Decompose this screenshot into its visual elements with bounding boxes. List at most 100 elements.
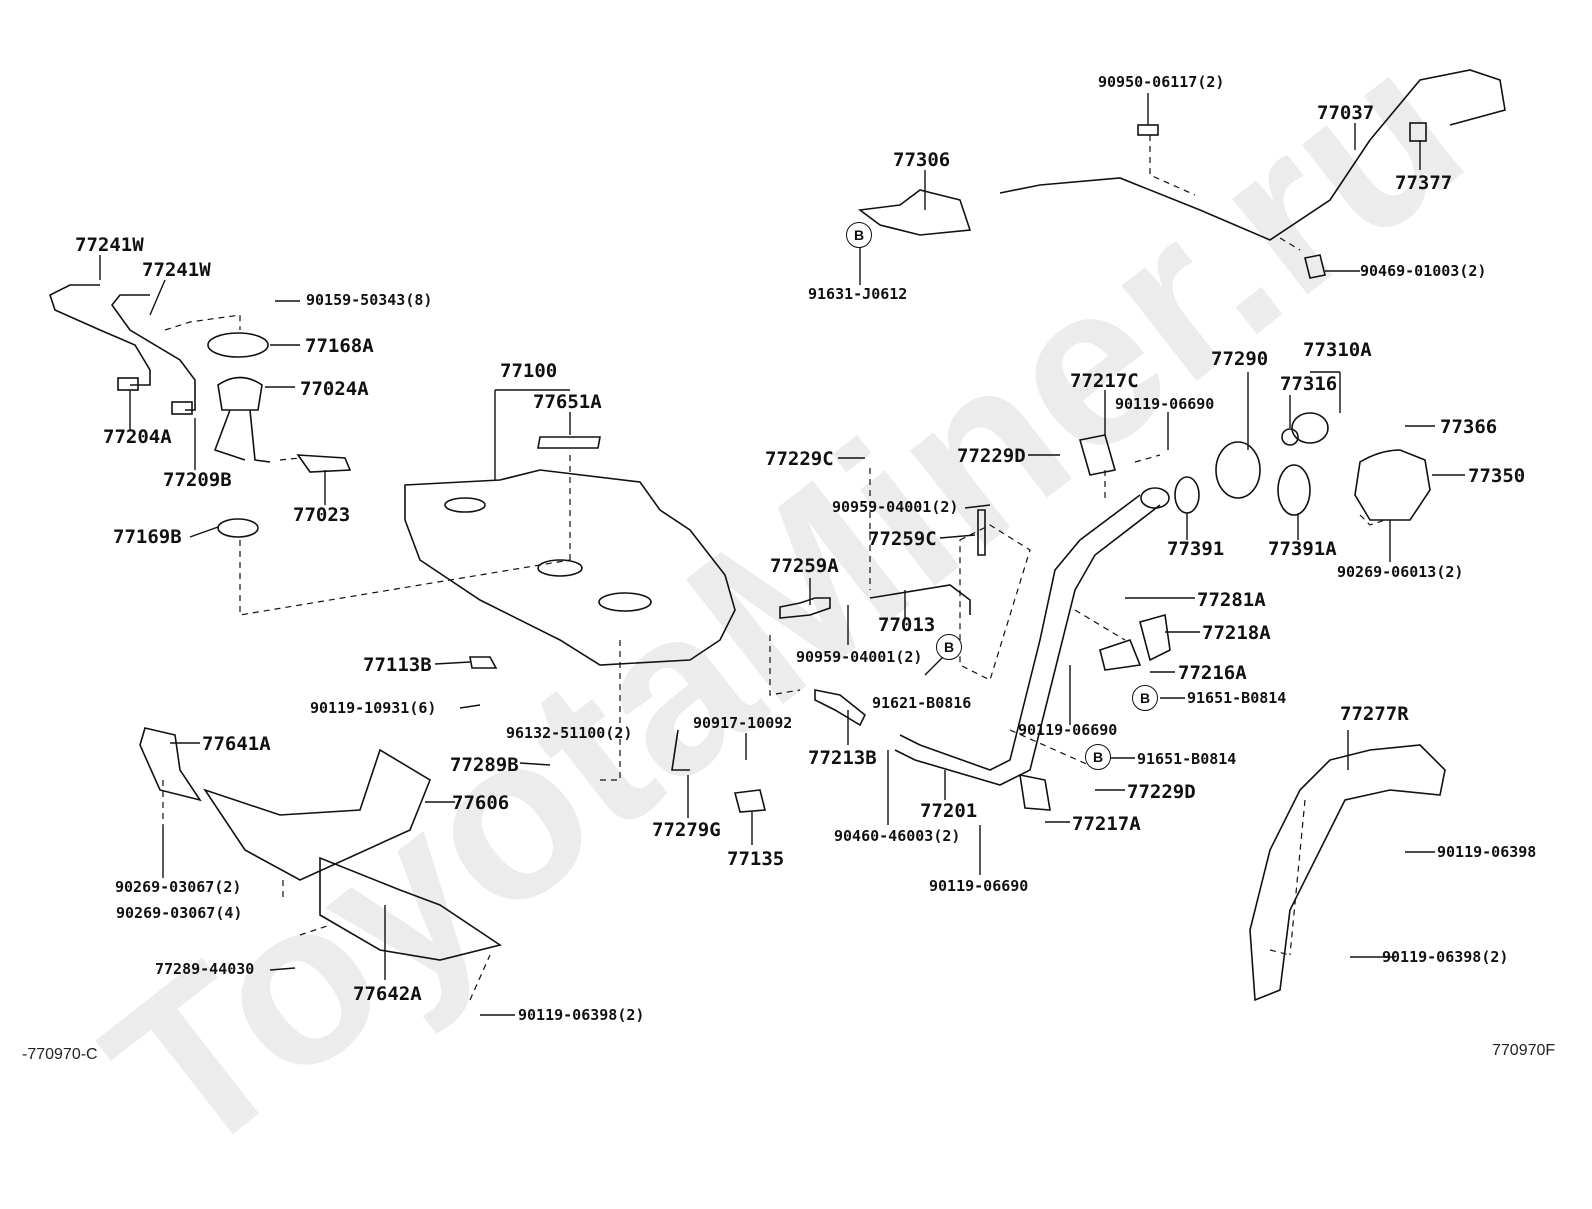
label-90469-01003[interactable]: 90469-01003(2) <box>1360 262 1487 280</box>
label-77229D-top[interactable]: 77229D <box>957 445 1026 467</box>
label-77391A[interactable]: 77391A <box>1268 538 1337 560</box>
hose-77279G <box>671 729 690 771</box>
label-96132-51100[interactable]: 96132-51100(2) <box>506 724 633 742</box>
label-77113B[interactable]: 77113B <box>363 654 432 676</box>
label-77289B[interactable]: 77289B <box>450 754 519 776</box>
gasket-77391A <box>1277 464 1311 516</box>
label-77350[interactable]: 77350 <box>1468 465 1526 487</box>
label-91651-B0814-b[interactable]: 91651-B0814 <box>1137 750 1237 768</box>
hose-77259A <box>779 597 831 619</box>
label-90269-06013[interactable]: 90269-06013(2) <box>1337 563 1464 581</box>
label-77229C[interactable]: 77229C <box>765 448 834 470</box>
label-77391[interactable]: 77391 <box>1167 538 1225 560</box>
label-77169B[interactable]: 77169B <box>113 526 182 548</box>
seal-77316 <box>1281 428 1299 446</box>
label-77217A[interactable]: 77217A <box>1072 813 1141 835</box>
label-90119-06690-top[interactable]: 90119-06690 <box>1115 395 1215 413</box>
label-77218A[interactable]: 77218A <box>1202 622 1271 644</box>
label-77366[interactable]: 77366 <box>1440 416 1498 438</box>
label-77259A[interactable]: 77259A <box>770 555 839 577</box>
label-77377[interactable]: 77377 <box>1395 172 1453 194</box>
label-77024A[interactable]: 77024A <box>300 378 369 400</box>
label-90269-03067-4[interactable]: 90269-03067(4) <box>116 904 243 922</box>
label-77217C[interactable]: 77217C <box>1070 370 1139 392</box>
label-77100[interactable]: 77100 <box>500 360 558 382</box>
protector-77642A <box>319 856 502 961</box>
gasket-77391 <box>1174 476 1200 514</box>
label-90119-06398[interactable]: 90119-06398 <box>1437 843 1537 861</box>
label-91631-J0612[interactable]: 91631-J0612 <box>808 285 908 303</box>
label-77651A[interactable]: 77651A <box>533 391 602 413</box>
filter-77023 <box>296 454 352 473</box>
connector-77204A <box>117 377 139 391</box>
label-77316[interactable]: 77316 <box>1280 373 1338 395</box>
cap-77310A <box>1291 412 1329 444</box>
b-marker: B <box>1085 744 1111 770</box>
splash-shield-77277R <box>1249 744 1446 1002</box>
label-77037[interactable]: 77037 <box>1317 102 1375 124</box>
label-91621-B0816[interactable]: 91621-B0816 <box>872 694 972 712</box>
grommet-77377 <box>1409 122 1427 142</box>
hose-77259C <box>977 509 986 556</box>
clamp-77217A <box>1019 773 1051 811</box>
fuel-pump-77024A <box>217 376 263 411</box>
label-77241W-a[interactable]: 77241W <box>75 234 144 256</box>
label-77259C[interactable]: 77259C <box>868 528 937 550</box>
label-77241W-b[interactable]: 77241W <box>142 259 211 281</box>
fuel-line-77241W-b <box>110 294 196 411</box>
cable-77037 <box>999 69 1506 241</box>
label-77289-44030[interactable]: 77289-44030 <box>155 960 255 978</box>
label-90917-10092[interactable]: 90917-10092 <box>693 714 793 732</box>
label-90119-06398-2-right[interactable]: 90119-06398(2) <box>1382 948 1509 966</box>
label-77216A[interactable]: 77216A <box>1178 662 1247 684</box>
label-77277R[interactable]: 77277R <box>1340 703 1409 725</box>
fuel-line-77241W-a <box>49 284 151 386</box>
label-77290[interactable]: 77290 <box>1211 348 1269 370</box>
label-90269-03067-2[interactable]: 90269-03067(2) <box>115 878 242 896</box>
label-77279G[interactable]: 77279G <box>652 819 721 841</box>
diagram-code-left: -770970-C <box>22 1046 98 1063</box>
label-77201[interactable]: 77201 <box>920 800 978 822</box>
gasket-77169B <box>217 518 259 538</box>
label-90119-06690-bottom[interactable]: 90119-06690 <box>929 877 1029 895</box>
parts-diagram <box>49 69 1506 1016</box>
label-77135[interactable]: 77135 <box>727 848 785 870</box>
label-77213B[interactable]: 77213B <box>808 747 877 769</box>
filler-pipe-77201 <box>899 494 1141 771</box>
connector-77209B <box>171 401 193 415</box>
bracket-77216A <box>1099 639 1142 671</box>
retainer-77168A <box>207 332 269 358</box>
label-90159-50343[interactable]: 90159-50343(8) <box>306 291 433 309</box>
label-90119-06690-mid[interactable]: 90119-06690 <box>1018 721 1118 739</box>
label-90460-46003[interactable]: 90460-46003(2) <box>834 827 961 845</box>
protector-77641A <box>139 727 202 802</box>
label-77229D-bottom[interactable]: 77229D <box>1127 781 1196 803</box>
label-77204A[interactable]: 77204A <box>103 426 172 448</box>
label-90959-04001-bottom[interactable]: 90959-04001(2) <box>796 648 923 666</box>
b-marker: B <box>846 222 872 248</box>
label-77281A[interactable]: 77281A <box>1197 589 1266 611</box>
pad-77651A <box>537 436 601 449</box>
label-77013[interactable]: 77013 <box>878 614 936 636</box>
label-77168A[interactable]: 77168A <box>305 335 374 357</box>
valve-77135 <box>733 789 767 813</box>
label-77023[interactable]: 77023 <box>293 504 351 526</box>
protector-77606 <box>203 748 431 881</box>
fuel-lid-77350 <box>1354 449 1431 521</box>
label-77606[interactable]: 77606 <box>452 792 510 814</box>
label-90119-10931[interactable]: 90119-10931(6) <box>310 699 437 717</box>
label-77642A[interactable]: 77642A <box>353 983 422 1005</box>
b-marker: B <box>1132 685 1158 711</box>
label-77306[interactable]: 77306 <box>893 149 951 171</box>
label-77310A[interactable]: 77310A <box>1303 339 1372 361</box>
label-90119-06398-2-bottom[interactable]: 90119-06398(2) <box>518 1006 645 1024</box>
hose-77213B <box>814 689 867 727</box>
label-90950-06117[interactable]: 90950-06117(2) <box>1098 73 1225 91</box>
pipe-77013 <box>869 584 971 615</box>
label-91651-B0814-a[interactable]: 91651-B0814 <box>1187 689 1287 707</box>
lock-77306 <box>857 189 972 236</box>
clip-90469 <box>1304 254 1326 279</box>
label-77641A[interactable]: 77641A <box>202 733 271 755</box>
label-77209B[interactable]: 77209B <box>163 469 232 491</box>
label-90959-04001-top[interactable]: 90959-04001(2) <box>832 498 959 516</box>
